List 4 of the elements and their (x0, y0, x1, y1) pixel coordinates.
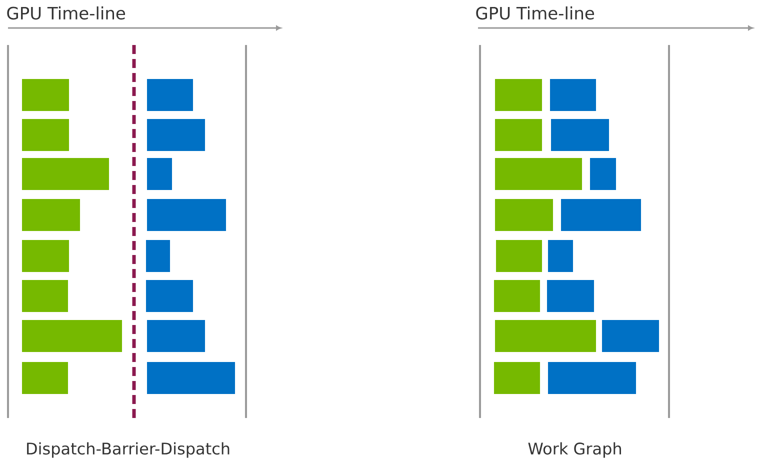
axis-label: GPU Time-line (7, 6, 126, 20)
axis-label: GPU Time-line (476, 6, 594, 20)
panel-caption: Work Graph (528, 442, 621, 458)
panel-caption: Dispatch-Barrier-Dispatch (27, 442, 230, 458)
